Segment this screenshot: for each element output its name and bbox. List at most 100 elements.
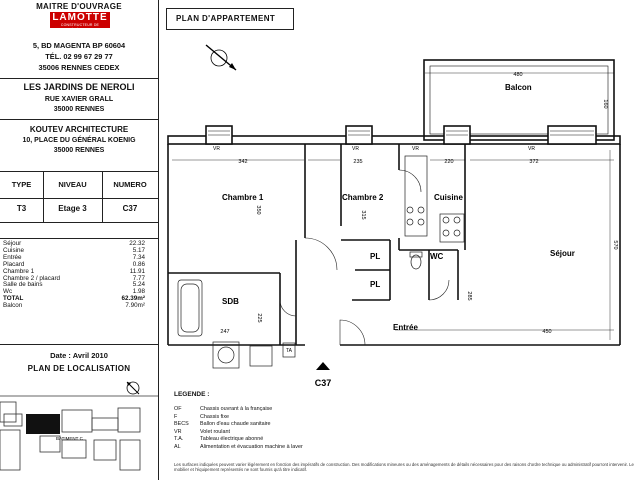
architect-city: 35000 RENNES	[53, 147, 105, 154]
surface-row: Salle de bains 5.24	[3, 281, 153, 289]
building-label: BATIMENT C	[56, 436, 84, 441]
dim-cuisine-width: 220	[444, 159, 453, 165]
vr-label: VR	[528, 146, 535, 152]
room-entree: Entrée	[393, 323, 418, 332]
surface-label: TOTAL	[3, 295, 24, 303]
dim-entree-width: 450	[542, 329, 551, 335]
north-arrow-icon	[126, 381, 140, 395]
legend-desc: Chassis fixe	[200, 413, 230, 420]
room-chambre1: Chambre 1	[222, 193, 264, 202]
surface-label: Salle de bains	[3, 281, 43, 289]
legend-footnote: Les surfaces indiquées peuvent varier lé…	[174, 462, 634, 472]
surface-value: 7.90m²	[125, 302, 145, 310]
surface-value: 0.86	[132, 260, 145, 268]
bathtub	[177, 279, 203, 337]
toilet	[410, 254, 422, 270]
vr-label: VR	[412, 146, 419, 152]
unit-number: C37	[315, 378, 332, 388]
dim-ch1-width: 342	[238, 159, 247, 165]
surface-row: Chambre 1 11.91	[3, 267, 153, 275]
vr-label: VR	[213, 146, 220, 152]
dim-ch2-height: 315	[360, 210, 366, 219]
vr-label: VR	[352, 146, 359, 152]
surface-row: Placard 0.86	[3, 260, 153, 268]
sink	[212, 341, 240, 369]
floor-plan: VR VR VR VR 480 160	[167, 44, 621, 388]
surface-row: Entrée 7.34	[3, 253, 153, 261]
entrance-marker-icon	[316, 362, 330, 370]
architect-address: 10, PLACE DU GÉNÉRAL KOENIG	[22, 137, 136, 144]
surface-label: Entrée	[3, 253, 22, 261]
kitchen-counter	[404, 155, 428, 237]
legend-code: OF	[174, 406, 182, 412]
surface-label: Chambre 1	[3, 267, 35, 275]
plan-title: PLAN D'APPARTEMENT	[176, 14, 276, 23]
door-swing	[304, 237, 338, 271]
project-name: LES JARDINS DE NEROLI	[23, 82, 135, 92]
legend-desc: Tableau électrique abonné	[200, 436, 264, 442]
divider	[102, 171, 103, 222]
balcony-outline	[423, 59, 615, 141]
plan-title-box	[166, 8, 294, 30]
surface-label: Chambre 2 / placard	[3, 274, 61, 282]
surface-label: Séjour	[3, 240, 22, 247]
room-placard1: PL	[370, 252, 380, 261]
niveau-header: NIVEAU	[58, 180, 87, 189]
room-balcon: Balcon	[505, 83, 532, 92]
surface-value: 62.39m²	[121, 295, 145, 303]
surface-label: Placard	[3, 260, 25, 268]
divider	[0, 78, 158, 79]
door-swing	[279, 299, 297, 317]
type-value: T3	[16, 204, 27, 213]
legend-desc: Ballon d'eau chaude sanitaire	[200, 421, 271, 427]
surface-value: 22.32	[129, 240, 145, 247]
building-highlight	[26, 414, 60, 434]
dim-ch2-width: 235	[353, 159, 362, 165]
divider	[0, 222, 158, 223]
owner-phone: TÉL. 02 99 67 29 77	[45, 52, 113, 61]
divider	[43, 171, 44, 222]
surface-value: 11.91	[129, 267, 145, 275]
surface-value: 5.17	[132, 246, 145, 254]
surface-value: 7.34	[132, 253, 145, 261]
plan-date: Date : Avril 2010	[50, 351, 108, 360]
type-header: TYPE	[11, 180, 32, 189]
surface-value: 1.98	[132, 288, 145, 296]
logo-name: LAMOTTE	[52, 12, 108, 23]
dim-balcon-width: 480	[513, 72, 522, 78]
legend-desc: Volet roulant	[200, 428, 230, 435]
room-cuisine: Cuisine	[434, 193, 463, 202]
legend-code: AL	[174, 443, 181, 450]
niveau-value: Etage 3	[58, 204, 87, 213]
door-swing	[339, 319, 366, 346]
room-sejour: Séjour	[550, 249, 575, 258]
owner-address: 5, BD MAGENTA BP 60604	[32, 41, 126, 50]
door-swing	[428, 279, 450, 301]
numero-value: C37	[122, 204, 138, 213]
dim-sejour-height: 570	[612, 240, 618, 249]
architect-name: KOUTEV ARCHITECTURE	[29, 125, 129, 134]
door-swing	[398, 169, 422, 193]
room-chambre2: Chambre 2	[342, 193, 384, 202]
legend-title: LEGENDE :	[174, 391, 210, 398]
legend-code: BECS	[174, 421, 189, 427]
surface-value: 5.24	[132, 281, 145, 289]
cooktop	[439, 213, 465, 243]
washer-space	[249, 345, 273, 367]
divider	[0, 344, 158, 345]
ta-label: TA	[286, 348, 293, 354]
location-map: BATIMENT C	[0, 381, 158, 471]
legend-code: F	[174, 413, 178, 420]
owner-city: 35006 RENNES CEDEX	[38, 63, 120, 72]
project-city: 35000 RENNES	[53, 106, 105, 113]
divider	[0, 171, 158, 172]
numero-header: NUMERO	[113, 180, 147, 189]
legend-desc: Alimentation et évacuation machine à lav…	[200, 443, 303, 450]
room-wc: WC	[430, 252, 444, 261]
info-column: MAITRE D'OUVRAGE LAMOTTE CONSTRUCTEUR DE…	[0, 0, 158, 480]
electrical-panel	[282, 342, 296, 358]
dim-sejour-width: 372	[529, 159, 538, 165]
